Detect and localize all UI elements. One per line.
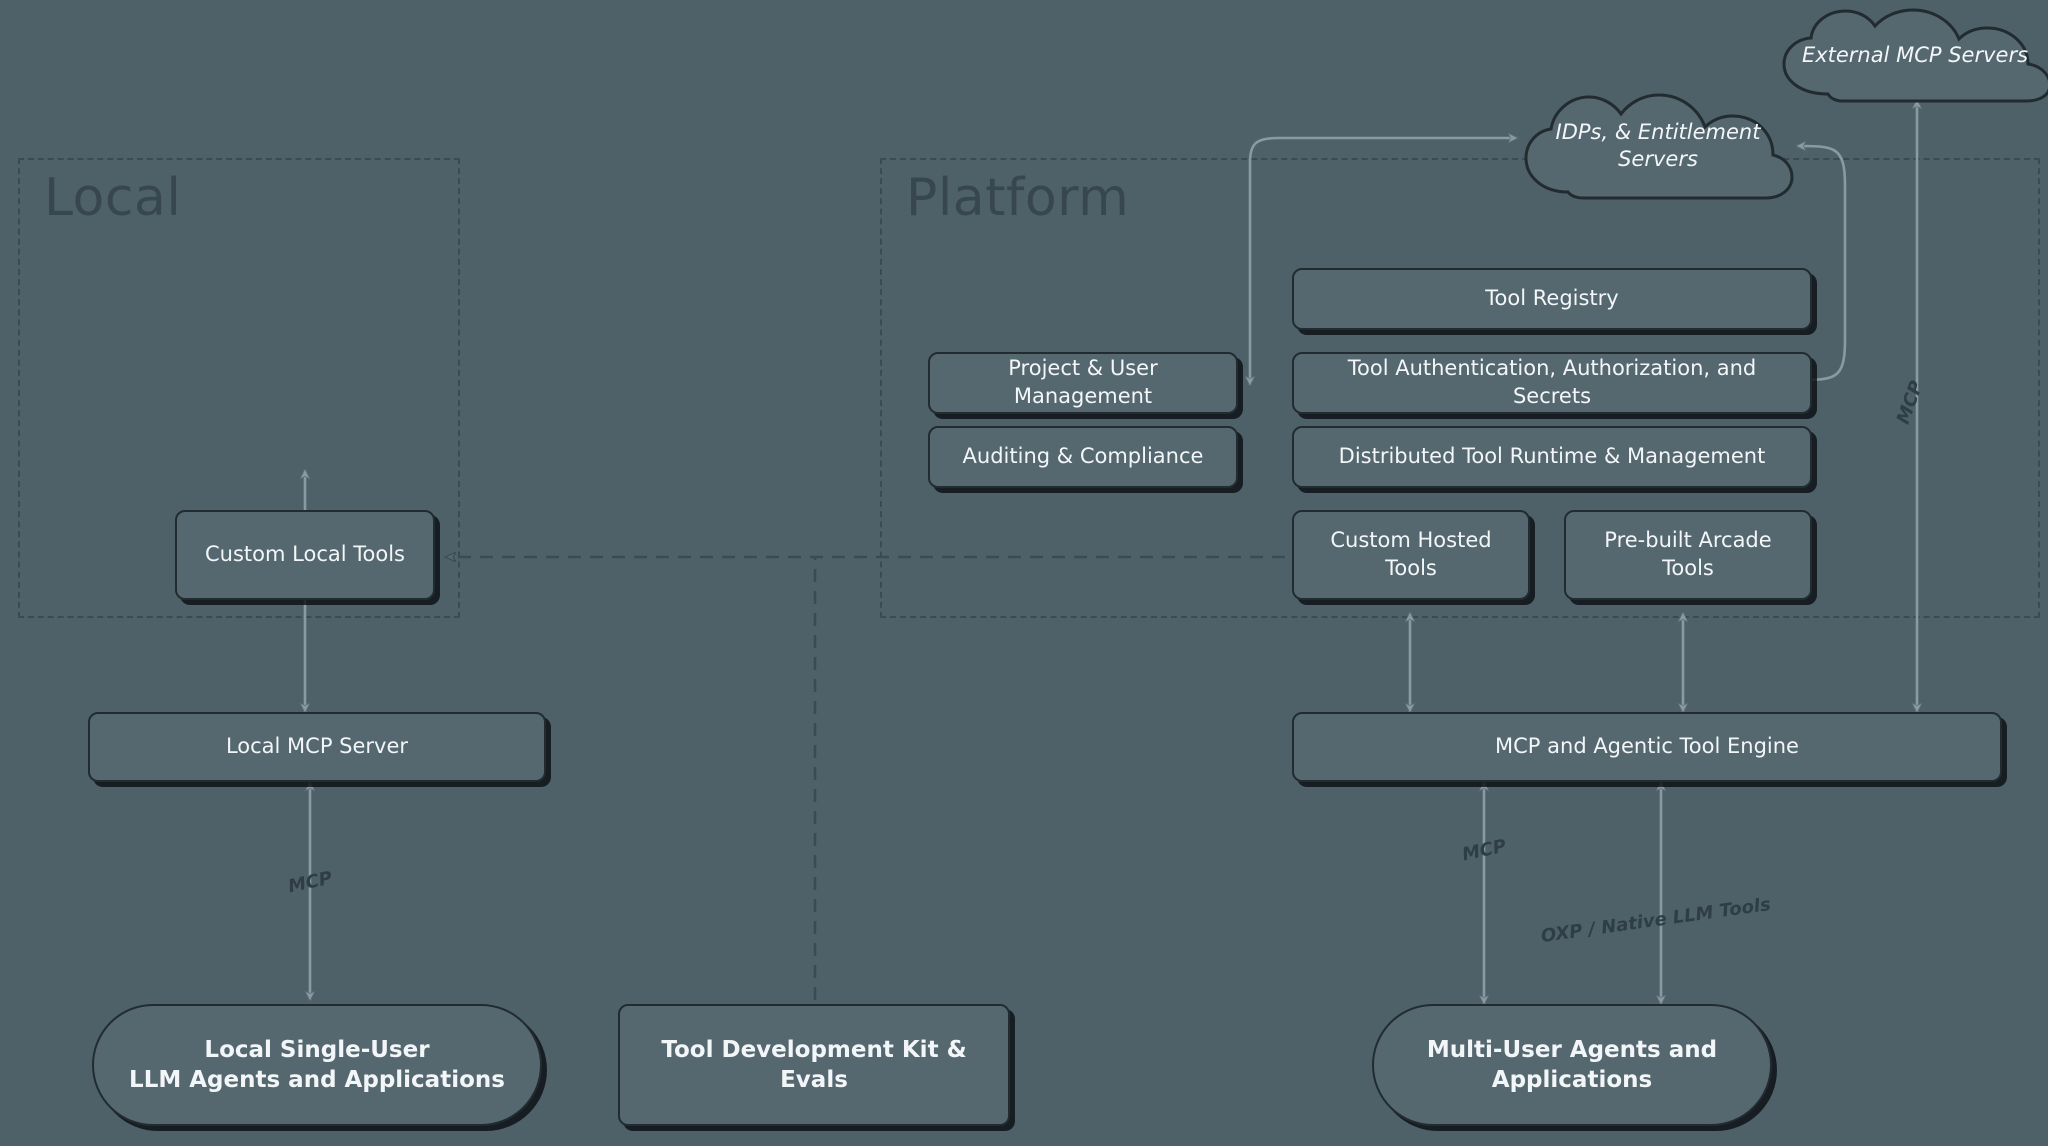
zone-platform-title: Platform: [906, 168, 1130, 228]
zone-local-title: Local: [44, 168, 182, 228]
zone-local: [18, 158, 460, 618]
node-tool-auth[interactable]: Tool Authentication, Authorization, and …: [1292, 352, 1812, 414]
cloud-shape: [1782, 8, 2048, 103]
node-mcp-agentic-engine[interactable]: MCP and Agentic Tool Engine: [1292, 712, 2002, 782]
node-multi-user-agents-line2: Applications: [1491, 1067, 1653, 1093]
node-local-agents-line1: Local Single-User: [204, 1036, 430, 1063]
node-prebuilt-arcade-tools[interactable]: Pre-built Arcade Tools: [1564, 510, 1812, 600]
node-multi-user-agents-line1: Multi-User Agents and: [1426, 1036, 1718, 1063]
node-custom-hosted-tools[interactable]: Custom Hosted Tools: [1292, 510, 1530, 600]
edge-label-platform-mcp: MCP: [1460, 835, 1509, 866]
node-tool-registry[interactable]: Tool Registry: [1292, 268, 1812, 330]
edge-label-oxp-native: OXP / Native LLM Tools: [1539, 893, 1773, 948]
node-custom-local-tools[interactable]: Custom Local Tools: [175, 510, 435, 600]
cloud-external-mcp-servers: External MCP Servers: [1770, 6, 2048, 106]
cloud-label: IDPs, & Entitlement Servers: [1555, 119, 1761, 171]
node-local-agents[interactable]: Local Single-User LLM Agents and Applica…: [92, 1004, 542, 1126]
node-project-user-management[interactable]: Project & User Management: [928, 352, 1238, 414]
node-local-agents-line2: LLM Agents and Applications: [129, 1067, 505, 1093]
cloud-idps-entitlement-servers: IDPs, & Entitlement Servers: [1518, 88, 1798, 204]
node-local-mcp-server[interactable]: Local MCP Server: [88, 712, 546, 782]
node-tool-development-kit[interactable]: Tool Development Kit & Evals: [618, 1004, 1010, 1126]
node-auditing-compliance[interactable]: Auditing & Compliance: [928, 426, 1238, 488]
cloud-label: External MCP Servers: [1801, 43, 2029, 68]
node-multi-user-agents[interactable]: Multi-User Agents and Applications: [1372, 1004, 1772, 1126]
cloud-shape: [1524, 93, 1794, 200]
node-distributed-runtime[interactable]: Distributed Tool Runtime & Management: [1292, 426, 1812, 488]
edge-label-local-mcp: MCP: [286, 867, 335, 898]
